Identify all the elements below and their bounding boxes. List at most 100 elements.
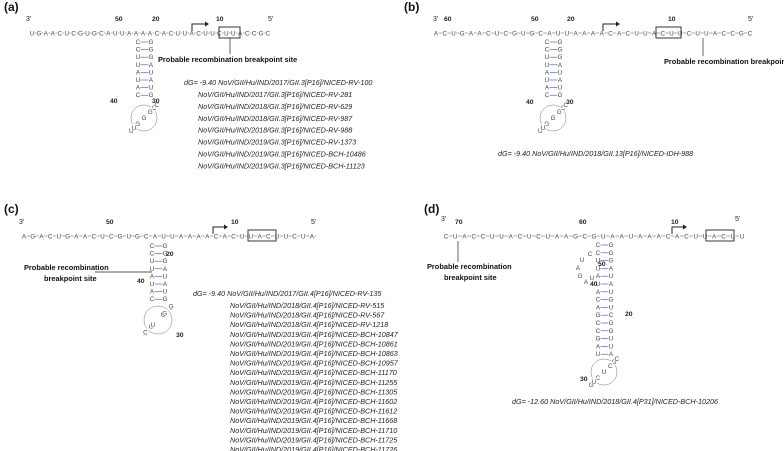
nucleotide: A [600, 31, 605, 38]
nucleotide: U [30, 31, 34, 38]
panel-d-pos-30: 30 [580, 376, 588, 383]
nucleotide: A [150, 273, 155, 280]
nucleotide: C [444, 234, 449, 241]
nucleotide: C [536, 234, 541, 241]
nucleotide: U [695, 31, 699, 38]
panel-b-dg: dG= -9.40 NoV/GII/Hu/IND/2018/GII.13[P16… [498, 149, 693, 158]
nucleotide: A [434, 31, 439, 38]
nucleotide: C [155, 102, 160, 109]
panel-c-pos-40: 40 [137, 278, 145, 285]
nucleotide: C [626, 31, 631, 38]
panel-c-pos-30: 30 [176, 332, 184, 339]
nucleotide: C [730, 31, 735, 38]
nucleotide: U [150, 258, 154, 265]
nucleotide: U [136, 62, 140, 69]
nucleotide: U [129, 128, 133, 135]
panel-d-arrowhead [683, 224, 687, 230]
nucleotide: A [647, 234, 652, 241]
nucleotide: U [163, 289, 167, 296]
loop-backbone [590, 358, 618, 386]
nucleotide: U [731, 234, 735, 241]
nucleotide: G [609, 297, 614, 304]
nucleotide: U [149, 69, 153, 76]
nucleotide: U [120, 31, 124, 38]
nucleotide: A [149, 77, 154, 84]
nucleotide: U [453, 234, 457, 241]
nucleotide: U [176, 31, 180, 38]
nucleotide: U [558, 69, 562, 76]
nucleotide: U [541, 125, 545, 132]
panel-a-pos-20: 20 [152, 16, 160, 23]
nucleotide: A [310, 234, 315, 241]
strain-entry: NoV/GII/Hu/IND/2019/GII.4[P16]/NICED-BCH… [230, 426, 397, 435]
nucleotide: C [596, 328, 601, 335]
nucleotide: C [504, 31, 509, 38]
nucleotide: C [292, 234, 297, 241]
nucleotide: A [596, 289, 601, 296]
nucleotide: G [573, 234, 578, 241]
nucleotide: A [462, 234, 467, 241]
nucleotide: U [100, 234, 104, 241]
nucleotide: A [188, 234, 193, 241]
nucleotide: A [196, 234, 201, 241]
nucleotide: A [609, 351, 614, 358]
panel-d-breakpoint-box [705, 229, 735, 242]
nucleotide: U [546, 234, 550, 241]
nucleotide: U [161, 234, 165, 241]
nucleotide: C [152, 105, 157, 112]
nucleotide: A [545, 69, 550, 76]
nucleotide: C [615, 356, 620, 363]
nucleotide: A [573, 31, 578, 38]
nucleotide: G [460, 31, 465, 38]
panel-b-arrowhead [616, 21, 620, 27]
nucleotide: C [58, 31, 63, 38]
nucleotide: G [149, 47, 154, 54]
panel-b-pos-40: 40 [526, 99, 534, 106]
panel-a-bp-label: Probable recombination breakpoint site [158, 55, 297, 64]
nucleotide: C [748, 31, 753, 38]
nucleotide: A [149, 62, 154, 69]
nucleotide: C [144, 234, 149, 241]
nucleotide: A [134, 31, 139, 38]
nucleotide: C [136, 47, 141, 54]
nucleotide: C [136, 39, 141, 46]
nucleotide: U [629, 234, 633, 241]
panel-c-strain-list: NoV/GII/Hu/IND/2018/GII.4[P16]/NICED-RV-… [230, 301, 399, 451]
nucleotide: A [596, 343, 601, 350]
strain-entry: NoV/GII/Hu/IND/2019/GII.4[P16]/NICED-BCH… [230, 387, 398, 396]
nucleotide: U [596, 265, 600, 272]
strain-entry: NoV/GII/Hu/IND/2019/GII.4[P16]/NICED-BCH… [230, 368, 397, 377]
panel-a-dg: dG= -9.40 NoV/GII/Hu/IND/2017/GII.3[P16]… [184, 78, 372, 87]
nucleotide: G [149, 39, 154, 46]
panel-b-label: (b) [404, 0, 419, 14]
nucleotide: A [675, 234, 680, 241]
nucleotide: U [231, 31, 235, 38]
nucleotide: C [481, 234, 486, 241]
panel-c-pos-50: 50 [106, 219, 114, 226]
strain-entry: NoV/GII/Hu/IND/2018/GII.4[P16]/NICED-RV-… [230, 311, 385, 320]
nucleotide: G [118, 234, 123, 241]
nucleotide: A [39, 234, 44, 241]
panel-a-breakpoint-box [218, 26, 241, 39]
nucleotide: U [57, 234, 61, 241]
nucleotide: G [589, 382, 594, 389]
nucleotide: C [545, 39, 550, 46]
nucleotide: C [596, 320, 601, 327]
nucleotide: U [740, 234, 744, 241]
nucleotide: A [150, 289, 155, 296]
nucleotide: C [684, 234, 689, 241]
nucleotide: U [163, 273, 167, 280]
nucleotide: U [596, 351, 600, 358]
nucleotide: U [565, 31, 569, 38]
nucleotide: G [65, 234, 70, 241]
nucleotide: C [545, 92, 550, 99]
nucleotide: A [564, 234, 569, 241]
panel-b-breakpoint-box [655, 26, 682, 39]
nucleotide: U [521, 31, 525, 38]
strain-entry: NoV/GII/Hu/IND/2018/GII.4[P16]/NICED-RV-… [230, 320, 388, 329]
nucleotide: C [150, 243, 155, 250]
panel-b-bp-label: Probable recombination breakpoint site [664, 57, 784, 66]
